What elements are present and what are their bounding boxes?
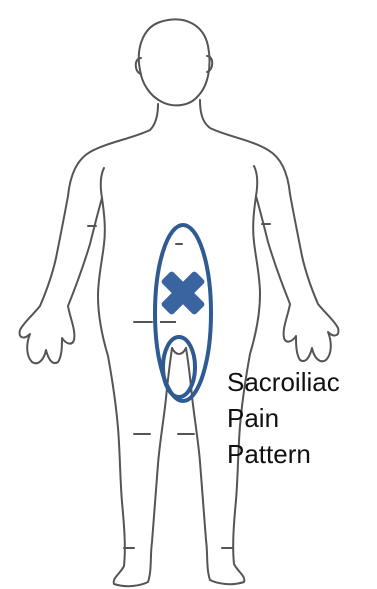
pain-pattern-overlay xyxy=(149,225,217,401)
left-inner-arm xyxy=(101,168,104,198)
head xyxy=(139,19,210,105)
caption-line-3: Pattern xyxy=(227,436,340,472)
caption-line-1: Sacroiliac xyxy=(227,364,340,400)
left-body-contour xyxy=(20,104,172,586)
caption-line-2: Pain xyxy=(227,400,340,436)
right-inner-arm xyxy=(254,166,257,196)
crotch-line xyxy=(172,348,186,354)
thigh-referral-ellipse xyxy=(163,337,195,397)
diagram-caption: Sacroiliac Pain Pattern xyxy=(227,364,340,472)
